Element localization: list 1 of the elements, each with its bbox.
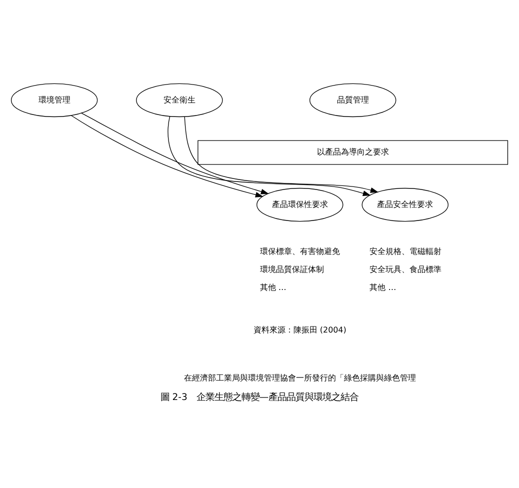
caption: 圖 2-3 企業生態之轉變—產品品質與環境之結合	[160, 392, 359, 403]
